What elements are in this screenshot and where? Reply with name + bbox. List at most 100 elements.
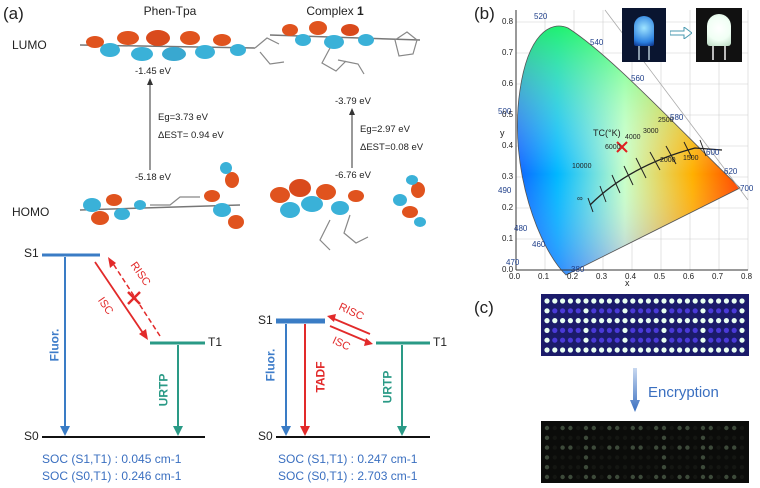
led-dot <box>622 308 628 314</box>
led-dot <box>700 308 706 314</box>
led-dot-dim <box>669 455 674 460</box>
led-dot <box>677 298 683 304</box>
led-dot <box>567 327 573 333</box>
led-dot-dim <box>576 425 581 431</box>
led-dot <box>692 327 698 333</box>
x-tick-0.7: 0.7 <box>712 272 724 281</box>
right-isc-arrow <box>329 325 369 343</box>
led-dot <box>739 337 745 343</box>
led-dot <box>606 327 612 333</box>
led-dot <box>669 298 675 304</box>
led-dot-dim <box>716 455 721 460</box>
panel-b-label: (b) <box>474 4 495 23</box>
led-dot <box>638 327 644 333</box>
complex-gap-arrowhead <box>349 108 355 115</box>
led-dot-dim <box>716 445 721 450</box>
phen-tpa-gap-arrowhead <box>147 78 153 85</box>
led-dot-dim <box>732 425 737 431</box>
led-dot-dim <box>622 455 628 460</box>
led-dot <box>638 347 644 353</box>
led-dot-dim <box>591 465 596 470</box>
led-dot-dim <box>622 445 628 450</box>
led-dot <box>653 308 659 314</box>
wavelength-460: 460 <box>532 240 546 249</box>
led-dot <box>583 318 589 324</box>
led-dot <box>684 337 690 343</box>
led-dot-dim <box>708 465 713 470</box>
left-urtp-arrowhead <box>173 426 183 436</box>
x-tick-0.1: 0.1 <box>538 272 550 281</box>
led-dot <box>723 327 729 333</box>
cie-coordinate-point <box>616 141 628 153</box>
led-dot <box>739 298 745 304</box>
led-dot <box>692 318 698 324</box>
right-fluor-arrowhead <box>281 426 291 436</box>
led-dot-dim <box>716 465 721 470</box>
led-dot <box>661 347 667 353</box>
led-dot-dim <box>661 465 667 470</box>
wavelength-520: 520 <box>534 12 548 21</box>
led-dot <box>560 337 566 343</box>
cie-spectral-locus <box>517 25 741 276</box>
led-dot-dim <box>576 465 581 470</box>
led-dot-dim <box>544 474 550 480</box>
led-dot-dim <box>654 445 659 450</box>
led-dot <box>669 337 675 343</box>
led-dot <box>606 347 612 353</box>
led-dot-dim <box>544 425 550 431</box>
led-matrix-off-dots <box>544 425 745 480</box>
led-dot-dim <box>622 435 628 440</box>
led-dot-dim <box>708 435 713 440</box>
led-dot-dim <box>677 455 682 460</box>
led-dot-dim <box>599 455 604 460</box>
led-dot <box>630 318 636 324</box>
complex-lumo-orbital <box>269 21 421 75</box>
led-dot <box>630 298 636 304</box>
led-dot-dim <box>700 465 706 470</box>
led-dot-dim <box>583 455 589 460</box>
left-s1-label: S1 <box>24 246 39 260</box>
led-dot-dim <box>576 445 581 450</box>
led-dot <box>591 347 597 353</box>
led-dot-dim <box>591 435 596 440</box>
led-dot <box>599 347 605 353</box>
led-dot <box>591 337 597 343</box>
led-dot <box>622 318 628 324</box>
led-dot <box>591 298 597 304</box>
led-dot <box>560 318 566 324</box>
led-dot-dim <box>583 435 589 440</box>
led-dot <box>544 327 550 333</box>
y-tick-0.4: 0.4 <box>502 141 514 150</box>
led-dot-dim <box>622 425 628 431</box>
led-dot <box>630 337 636 343</box>
led-dot <box>599 337 605 343</box>
led-dot <box>544 318 550 324</box>
led-dot <box>708 337 714 343</box>
x-tick-0.4: 0.4 <box>625 272 637 281</box>
wavelength-700: 700 <box>740 184 754 193</box>
y-tick-0.0: 0.0 <box>502 265 514 274</box>
led-dot <box>583 308 589 314</box>
led-dot-dim <box>552 425 557 431</box>
led-dot-dim <box>591 445 596 450</box>
homo-label: HOMO <box>12 205 50 219</box>
phen-tpa-homo-orbital <box>79 162 244 229</box>
led-matrix-on <box>541 294 749 356</box>
led-dot-dim <box>615 474 620 480</box>
led-dot <box>739 347 745 353</box>
led-dot-dim <box>568 425 573 431</box>
led-dot-dim <box>661 474 667 480</box>
phen-tpa-lumo-energy: -1.45 eV <box>135 66 171 77</box>
led-matrix-on-dots <box>544 298 745 353</box>
wavelength-600: 600 <box>706 148 720 157</box>
led-dot-dim <box>739 455 745 460</box>
led-dot-dim <box>716 474 721 480</box>
led-dot <box>614 298 620 304</box>
led-dot-dim <box>615 425 620 431</box>
led-dot <box>645 327 651 333</box>
y-tick-0.2: 0.2 <box>502 203 514 212</box>
led-dot-dim <box>630 425 635 431</box>
led-on-photo <box>696 8 742 62</box>
led-dot <box>591 327 597 333</box>
led-dot-dim <box>583 465 589 470</box>
